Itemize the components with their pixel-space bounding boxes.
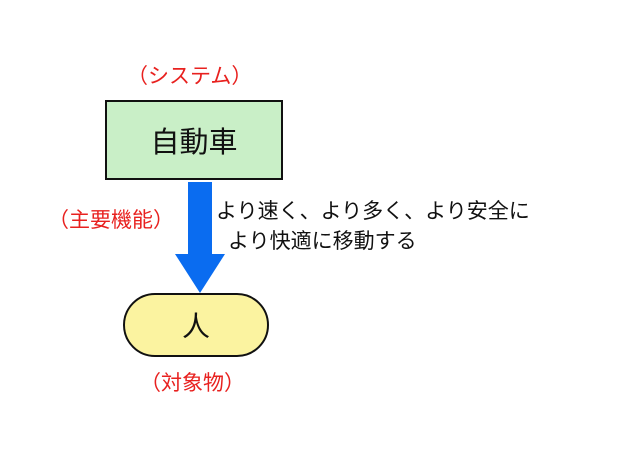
object-category-label: （対象物） — [140, 371, 245, 395]
main-function-category-label: （主要機能） — [48, 208, 174, 232]
function-description-line-1: より速く、より多く、より安全に — [216, 199, 530, 223]
object-node-text: 人 — [181, 310, 210, 343]
arrow-head — [175, 254, 225, 293]
system-node-text: 自動車 — [150, 125, 238, 159]
system-node: 自動車 — [105, 100, 283, 180]
system-category-label: （システム） — [127, 64, 253, 88]
function-description-line-2: より快適に移動する — [228, 229, 417, 253]
object-node: 人 — [123, 293, 269, 357]
arrow-shaft — [188, 182, 212, 254]
